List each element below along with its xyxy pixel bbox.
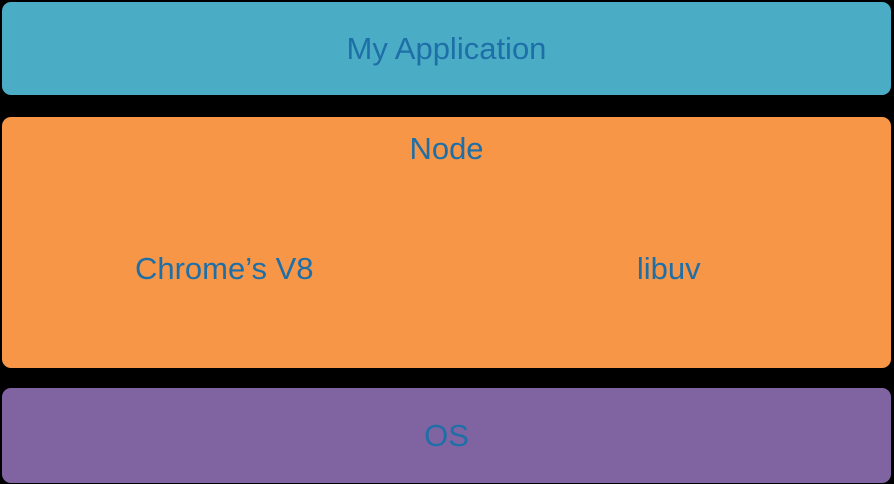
node-components: Chrome’s V8 libuv [2, 251, 891, 287]
libuv-label: libuv [636, 251, 701, 286]
application-layer: My Application [2, 2, 891, 95]
os-layer: OS [2, 388, 891, 483]
os-label: OS [424, 417, 469, 453]
node-layer: Node Chrome’s V8 libuv [2, 117, 891, 368]
application-label: My Application [346, 30, 547, 66]
node-label: Node [409, 131, 484, 166]
v8-label: Chrome’s V8 [134, 251, 314, 286]
